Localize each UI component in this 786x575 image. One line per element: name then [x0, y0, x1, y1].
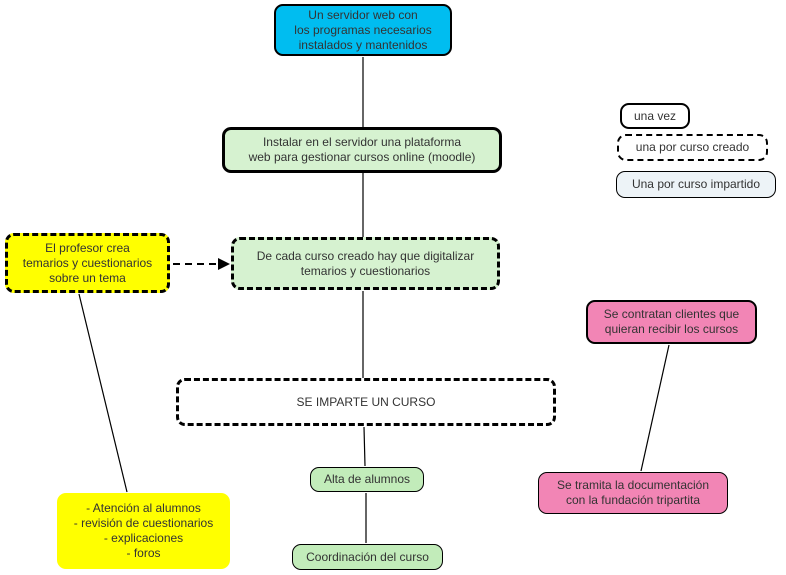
- node-tramita-documentacion[interactable]: Se tramita la documentación con la funda…: [538, 472, 728, 514]
- node-imparte-curso[interactable]: SE IMPARTE UN CURSO: [176, 378, 556, 426]
- node-label: Un servidor web con los programas necesa…: [294, 7, 432, 52]
- node-label: Instalar en el servidor una plataforma w…: [248, 135, 476, 164]
- node-servidor-web[interactable]: Un servidor web con los programas necesa…: [274, 4, 452, 56]
- legend-una-vez[interactable]: una vez: [620, 103, 690, 129]
- node-digitalizar[interactable]: De cada curso creado hay que digitalizar…: [231, 237, 500, 290]
- arrowhead-profesor-digitalizar: [218, 258, 230, 270]
- legend-una-por-curso-creado[interactable]: una por curso creado: [617, 134, 768, 161]
- node-profesor-crea[interactable]: El profesor crea temarios y cuestionario…: [5, 233, 170, 293]
- node-contratan-clientes[interactable]: Se contratan clientes que quieran recibi…: [586, 300, 757, 344]
- node-label: Se contratan clientes que quieran recibi…: [603, 307, 740, 336]
- connector-profesor-atencion: [78, 293, 128, 493]
- node-atencion-alumnos[interactable]: - Atención al alumnos - revisión de cues…: [57, 493, 230, 569]
- node-label: Coordinación del curso: [306, 549, 429, 564]
- node-alta-alumnos[interactable]: Alta de alumnos: [310, 467, 424, 492]
- connector-clientes-tramita: [640, 344, 670, 472]
- node-label: - Atención al alumnos - revisión de cues…: [73, 501, 214, 560]
- node-instalar-plataforma[interactable]: Instalar en el servidor una plataforma w…: [222, 127, 502, 173]
- legend-una-por-curso-impartido[interactable]: Una por curso impartido: [616, 171, 776, 198]
- node-label: Alta de alumnos: [323, 472, 411, 486]
- node-label: Se tramita la documentación con la funda…: [556, 478, 710, 507]
- node-label: El profesor crea temarios y cuestionario…: [22, 240, 153, 285]
- legend-label: una por curso creado: [635, 140, 750, 154]
- legend-label: una vez: [633, 108, 677, 123]
- connector-imparte-alta: [363, 426, 366, 467]
- node-coordinacion-curso[interactable]: Coordinación del curso: [292, 544, 443, 570]
- node-label: De cada curso creado hay que digitalizar…: [256, 248, 475, 278]
- legend-label: Una por curso impartido: [631, 177, 761, 191]
- node-label: SE IMPARTE UN CURSO: [296, 394, 436, 409]
